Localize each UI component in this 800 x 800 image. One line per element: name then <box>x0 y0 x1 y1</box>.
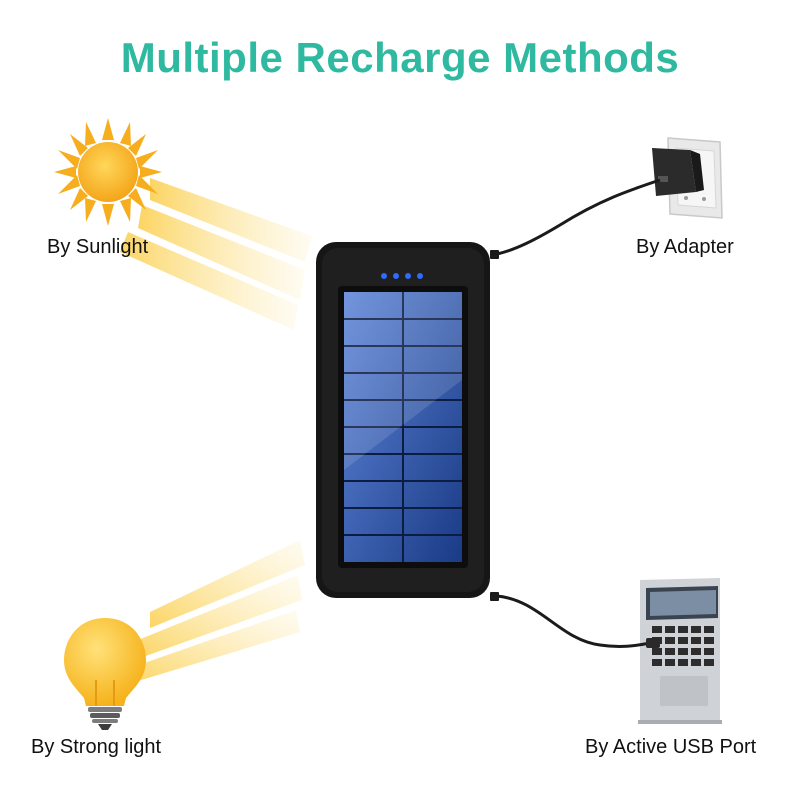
usb-cable <box>496 594 651 648</box>
light-bulb-icon <box>64 618 146 730</box>
bulb-beams <box>128 540 305 684</box>
page-title: Multiple Recharge Methods <box>120 34 680 81</box>
sun-icon <box>54 118 162 226</box>
laptop-icon <box>638 578 722 724</box>
wall-adapter-icon <box>652 137 723 219</box>
caption-by-strong-light: By Strong light <box>31 736 162 758</box>
caption-by-adapter: By Adapter <box>636 236 734 258</box>
sun-beams <box>120 178 312 330</box>
adapter-cable <box>496 178 661 256</box>
solar-power-bank <box>316 242 490 598</box>
caption-by-sunlight: By Sunlight <box>47 236 149 258</box>
indicator-leds <box>381 273 423 279</box>
caption-by-usb-port: By Active USB Port <box>585 736 757 758</box>
